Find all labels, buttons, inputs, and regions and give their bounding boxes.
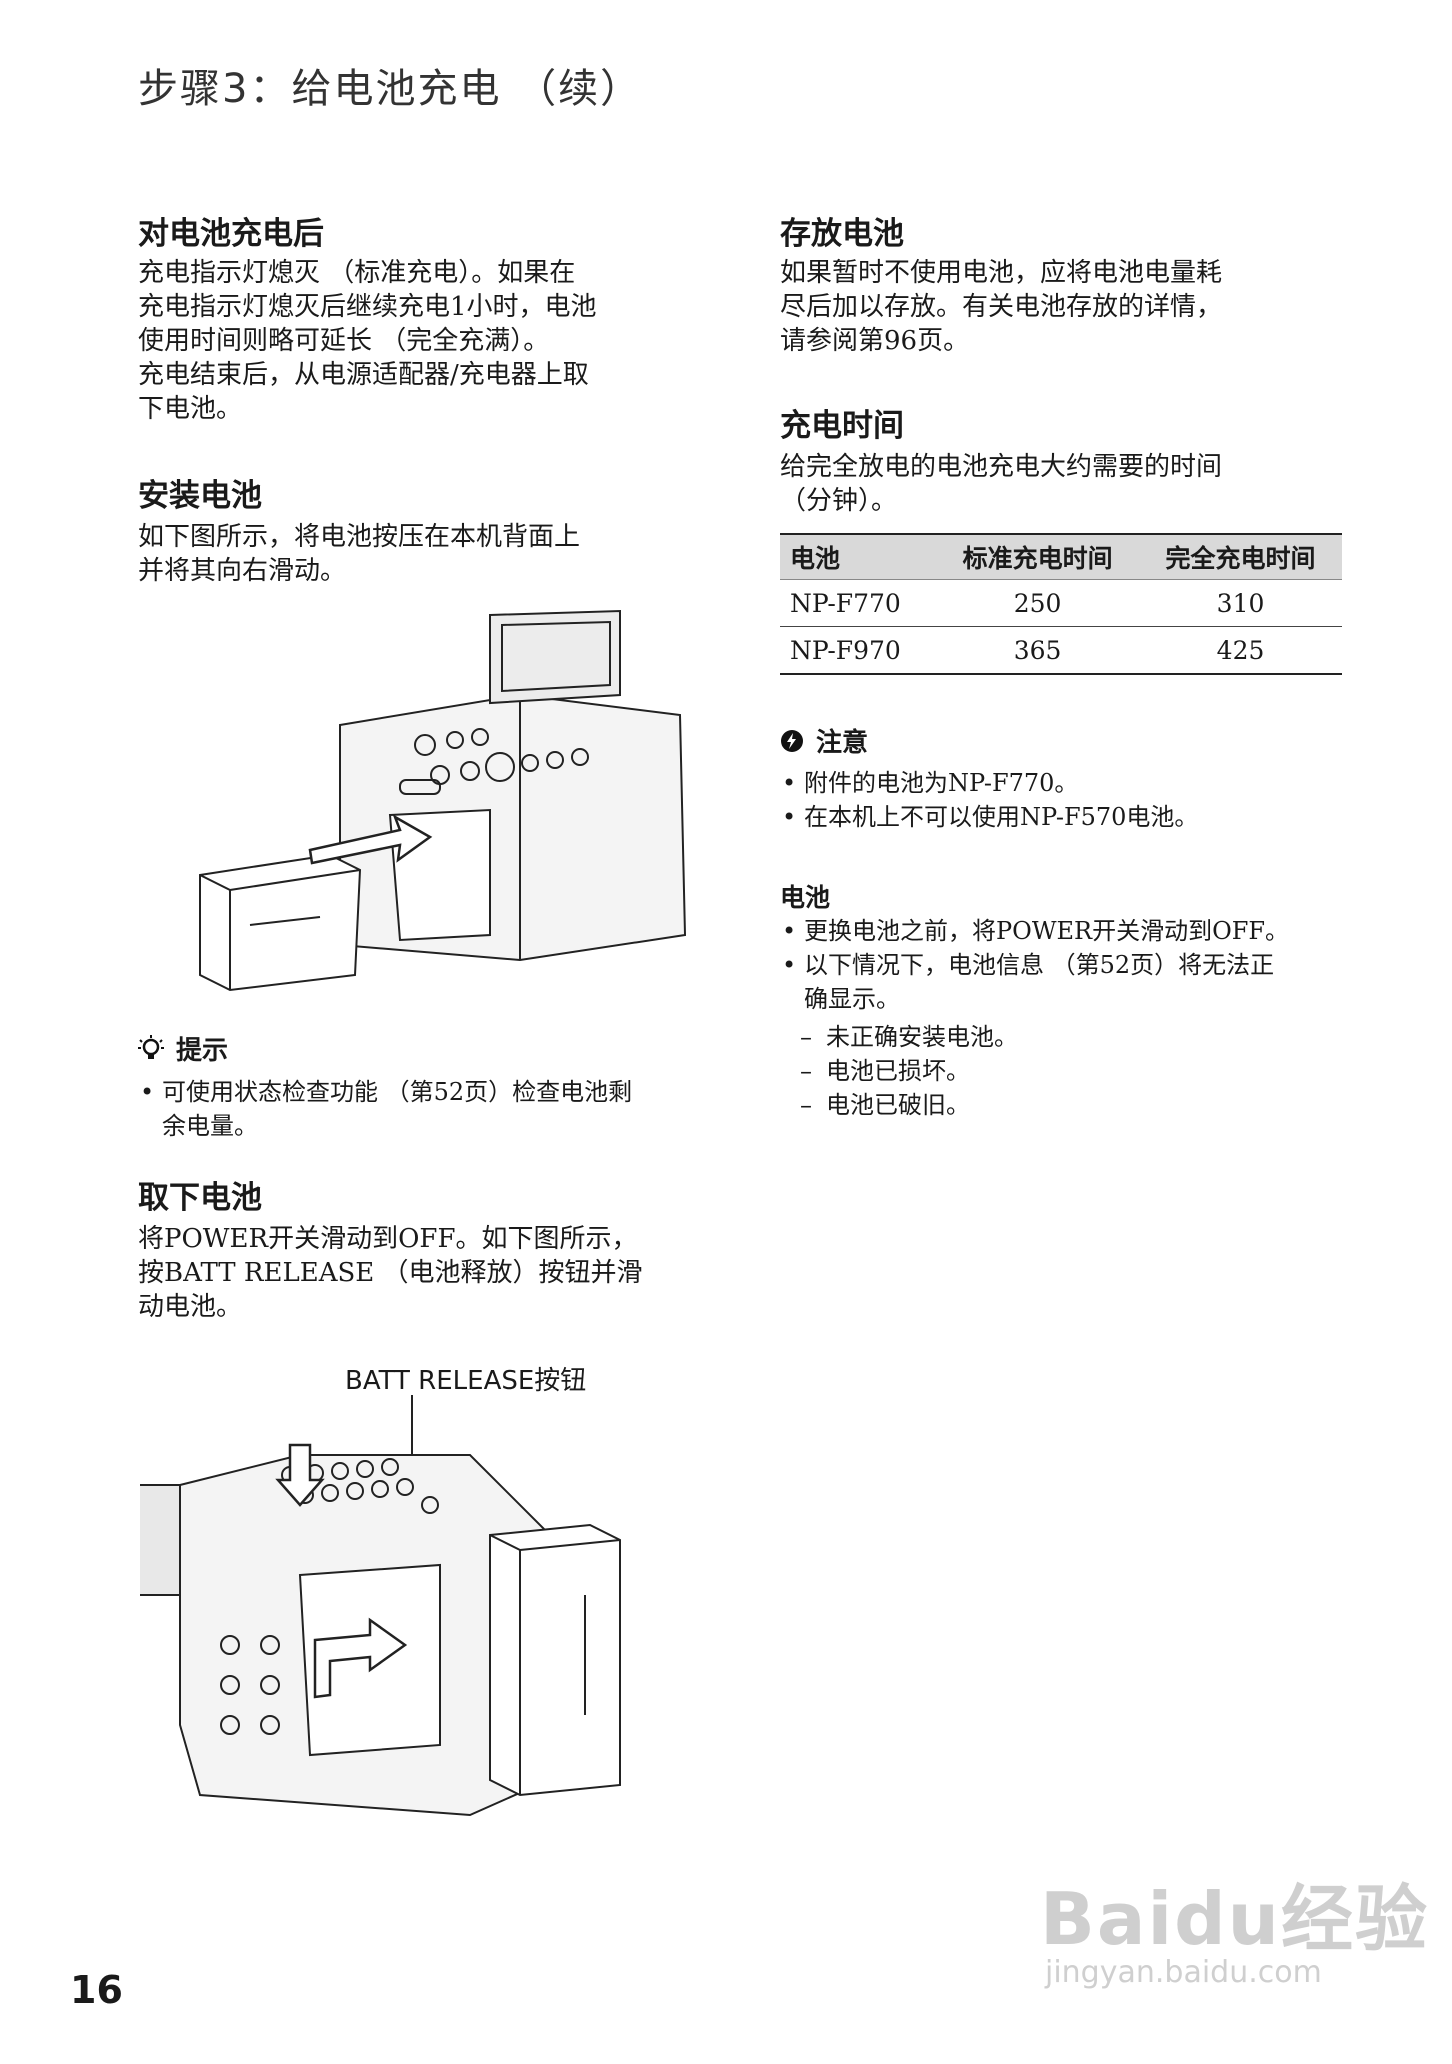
caution-list: 附件的电池为NP-F770。 在本机上不可以使用NP-F570电池。 bbox=[780, 766, 1340, 834]
remove-battery-heading: 取下电池 bbox=[138, 1180, 262, 1216]
caution-item: 在本机上不可以使用NP-F570电池。 bbox=[780, 800, 1340, 834]
remove-battery-body: 将POWER开关滑动到OFF。如下图所示， 按BATT RELEASE （电池释… bbox=[138, 1224, 643, 1322]
battery-note-subitem: 电池已破旧。 bbox=[780, 1088, 1340, 1122]
table-header-row: 电池 标准充电时间 完全充电时间 bbox=[780, 533, 1342, 580]
charge-time-table: 电池 标准充电时间 完全充电时间 NP-F770 250 310 NP-F970… bbox=[780, 533, 1342, 675]
install-battery-body: 如下图所示，将电池按压在本机背面上 并将其向右滑动。 bbox=[138, 522, 581, 586]
tip-item: 可使用状态检查功能 （第52页）检查电池剩 余电量。 bbox=[138, 1075, 718, 1143]
after-charging-heading: 对电池充电后 bbox=[138, 216, 324, 252]
table-header-standard: 标准充电时间 bbox=[936, 533, 1140, 580]
after-charging-body: 充电指示灯熄灭 （标准充电）。如果在 充电指示灯熄灭后继续充电1小时，电池 使用… bbox=[138, 258, 597, 424]
table-cell: NP-F770 bbox=[780, 579, 937, 627]
caution-label-row: 注意 bbox=[780, 722, 1340, 759]
storage-body: 如果暂时不使用电池，应将电池电量耗 尽后加以存放。有关电池存放的详情， 请参阅第… bbox=[780, 258, 1223, 356]
battery-note-item: 以下情况下，电池信息 （第52页）将无法正 确显示。 bbox=[780, 948, 1340, 1016]
install-battery-illustration bbox=[199, 609, 687, 992]
table-cell: NP-F970 bbox=[780, 626, 937, 675]
table-cell: 310 bbox=[1139, 579, 1342, 627]
caution-icon bbox=[781, 729, 803, 752]
baidu-watermark-url: jingyan.baidu.com bbox=[1045, 1955, 1322, 1990]
table-cell: 250 bbox=[936, 579, 1140, 627]
baidu-watermark-brand: Baidu经验 bbox=[1040, 1877, 1429, 1961]
tip-label-row: 提示 bbox=[138, 1030, 718, 1067]
table-header-full: 完全充电时间 bbox=[1139, 533, 1342, 580]
table-header-battery: 电池 bbox=[780, 533, 937, 580]
battery-note-subitem: 未正确安装电池。 bbox=[780, 1020, 1340, 1054]
tip-label: 提示 bbox=[176, 1036, 229, 1066]
table-row: NP-F970 365 425 bbox=[780, 626, 1342, 675]
install-battery-heading: 安装电池 bbox=[138, 478, 262, 514]
caution-label: 注意 bbox=[816, 728, 869, 758]
battery-notes-list: 更换电池之前，将POWER开关滑动到OFF。 以下情况下，电池信息 （第52页）… bbox=[780, 914, 1340, 1016]
charge-time-body: 给完全放电的电池充电大约需要的时间 （分钟）。 bbox=[780, 452, 1223, 516]
caution-item: 附件的电池为NP-F770。 bbox=[780, 766, 1340, 800]
page-header-title: 步骤3：给电池充电 （续） bbox=[138, 66, 643, 112]
remove-battery-illustration bbox=[140, 1395, 621, 1817]
battery-note-item: 更换电池之前，将POWER开关滑动到OFF。 bbox=[780, 914, 1340, 948]
table-row: NP-F770 250 310 bbox=[780, 579, 1342, 627]
page-number: 16 bbox=[70, 1968, 123, 2012]
batt-release-callout: BATT RELEASE按钮 bbox=[345, 1366, 587, 1396]
tip-list: 可使用状态检查功能 （第52页）检查电池剩 余电量。 bbox=[138, 1075, 718, 1143]
battery-notes-sublist: 未正确安装电池。 电池已损坏。 电池已破旧。 bbox=[780, 1020, 1340, 1122]
charge-time-heading: 充电时间 bbox=[780, 408, 904, 444]
storage-heading: 存放电池 bbox=[780, 216, 904, 252]
table-cell: 425 bbox=[1139, 626, 1342, 675]
battery-notes-label: 电池 bbox=[780, 883, 831, 912]
lightbulb-icon bbox=[138, 1034, 164, 1059]
table-cell: 365 bbox=[936, 626, 1140, 675]
battery-note-subitem: 电池已损坏。 bbox=[780, 1054, 1340, 1088]
